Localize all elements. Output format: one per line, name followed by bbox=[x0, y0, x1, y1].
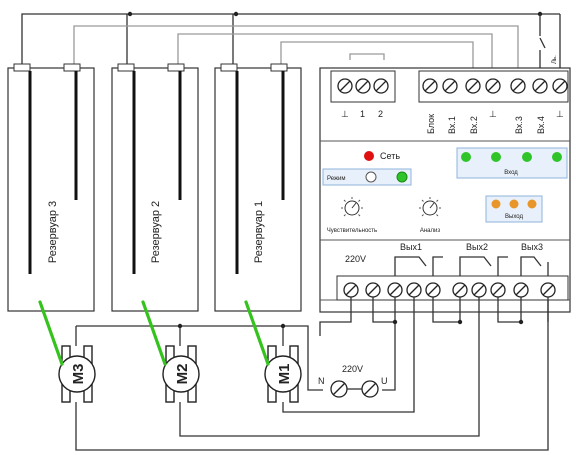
terminal-ground-label-2: ⊥ bbox=[489, 109, 497, 119]
sensitivity-label: Чувствительность bbox=[327, 228, 377, 234]
sensitivity-knob[interactable] bbox=[341, 197, 363, 217]
analysis-knob[interactable] bbox=[419, 197, 441, 217]
tank-2: Резервуар 2 bbox=[111, 63, 199, 312]
top-left-terminals bbox=[337, 78, 389, 94]
terminal-in1-label: Вх.1 bbox=[447, 116, 457, 134]
out2-label: Вых2 bbox=[466, 242, 488, 252]
tank-3: Резервуар 3 bbox=[7, 63, 95, 312]
supply-u-label: U bbox=[381, 376, 388, 386]
analysis-label: Анализ bbox=[420, 228, 441, 234]
supply-voltage-label: 220V bbox=[342, 364, 363, 374]
input-led-1 bbox=[461, 152, 471, 162]
switch-label: Ль. bbox=[552, 55, 558, 64]
gray-wiring bbox=[73, 25, 519, 76]
input-led-2 bbox=[491, 152, 501, 162]
top-right-terminals bbox=[422, 78, 568, 94]
output-led-2 bbox=[509, 199, 519, 209]
output-label: Выход bbox=[505, 214, 523, 220]
terminal-ground-label-3: ⊥ bbox=[556, 109, 564, 119]
network-indicator bbox=[364, 151, 374, 161]
out3-label: Вых3 bbox=[521, 242, 543, 252]
output-led-3 bbox=[527, 199, 537, 209]
motor-m1-label: M1 bbox=[276, 364, 293, 385]
motor-m3: M3 bbox=[58, 345, 96, 403]
power-label: 220V bbox=[345, 254, 366, 264]
terminal-2-label: 2 bbox=[378, 109, 383, 119]
input-led-3 bbox=[522, 152, 532, 162]
motor-m1: M1 bbox=[264, 345, 302, 403]
terminal-in2-label: Вх.2 bbox=[469, 116, 479, 134]
terminal-1-label: 1 bbox=[360, 109, 365, 119]
tank-2-label: Резервуар 2 bbox=[150, 201, 162, 263]
network-label: Сеть bbox=[380, 151, 400, 161]
tank-1-label: Резервуар 1 bbox=[253, 201, 265, 263]
terminal-in4-label: Вх.4 bbox=[536, 116, 546, 134]
mode-toggle-on[interactable] bbox=[396, 171, 408, 183]
mode-toggle-off[interactable] bbox=[365, 171, 377, 183]
output-led-1 bbox=[491, 199, 501, 209]
motor-m2: M2 bbox=[162, 345, 200, 403]
mode-label: Режим bbox=[327, 176, 346, 182]
supply-terminals bbox=[330, 380, 379, 398]
input-panel bbox=[456, 147, 568, 179]
terminal-block-label: Блок bbox=[426, 114, 436, 134]
controller-module: ⊥ 1 2 Блок Вх.1 Вх.2 ⊥ Вх.3 Вх.4 ⊥ Сеть … bbox=[319, 67, 571, 313]
tank-3-label: Резервуар 3 bbox=[47, 201, 59, 263]
relay-contacts bbox=[394, 256, 549, 276]
tank-1: Резервуар 1 bbox=[214, 63, 302, 312]
top-wiring bbox=[21, 11, 561, 76]
terminal-in3-label: Вх.3 bbox=[514, 116, 524, 134]
terminal-ground-label: ⊥ bbox=[341, 109, 349, 119]
input-label: Вход bbox=[504, 170, 518, 176]
bottom-wiring bbox=[75, 297, 549, 451]
motor-m3-label: M3 bbox=[70, 364, 87, 385]
supply-n-label: N bbox=[318, 376, 325, 386]
green-links bbox=[38, 300, 270, 366]
motor-m2-label: M2 bbox=[174, 364, 191, 385]
input-led-4 bbox=[552, 152, 562, 162]
bottom-terminals bbox=[343, 282, 556, 298]
out1-label: Вых1 bbox=[400, 242, 422, 252]
